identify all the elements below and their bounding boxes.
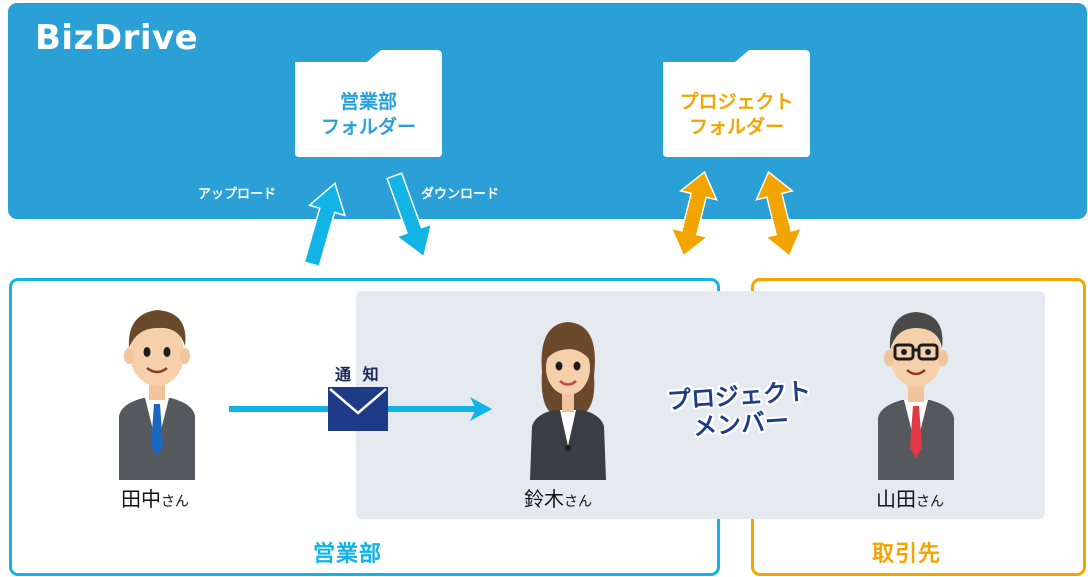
suzuki-avatar — [530, 322, 606, 480]
project-folder[interactable]: プロジェクト フォルダー — [661, 49, 812, 158]
sync-arrow-left — [665, 167, 723, 261]
sales-folder-line2: フォルダー — [320, 116, 416, 138]
project-folder-line1: プロジェクト — [679, 91, 794, 113]
folder-icon — [295, 50, 442, 157]
upload-label: アップロード — [198, 187, 277, 202]
sales-folder[interactable]: 営業部 フォルダー — [293, 49, 444, 158]
upload-arrow — [303, 181, 347, 268]
partner-label: 取引先 — [872, 542, 942, 567]
project-folder-line2: フォルダー — [688, 116, 784, 138]
download-arrow — [386, 172, 433, 259]
sales-folder-line1: 営業部 — [339, 91, 397, 113]
app-title: BizDrive — [35, 18, 199, 58]
yamada-name: 山田さん — [876, 487, 944, 511]
notification-label: 通 知 — [335, 365, 382, 384]
tanaka-name: 田中さん — [121, 487, 189, 511]
sales-department-label: 営業部 — [313, 542, 383, 567]
download-label: ダウンロード — [421, 187, 500, 202]
yamada-avatar — [878, 312, 954, 480]
project-member-label: プロジェクト メンバー — [653, 376, 826, 444]
tanaka-avatar — [119, 310, 195, 480]
envelope-icon — [328, 387, 388, 431]
notification-arrow — [229, 397, 492, 421]
suzuki-name: 鈴木さん — [524, 487, 592, 511]
sync-arrow-right — [750, 167, 808, 261]
folder-icon — [663, 50, 810, 157]
bizdrive-panel — [8, 3, 1087, 219]
